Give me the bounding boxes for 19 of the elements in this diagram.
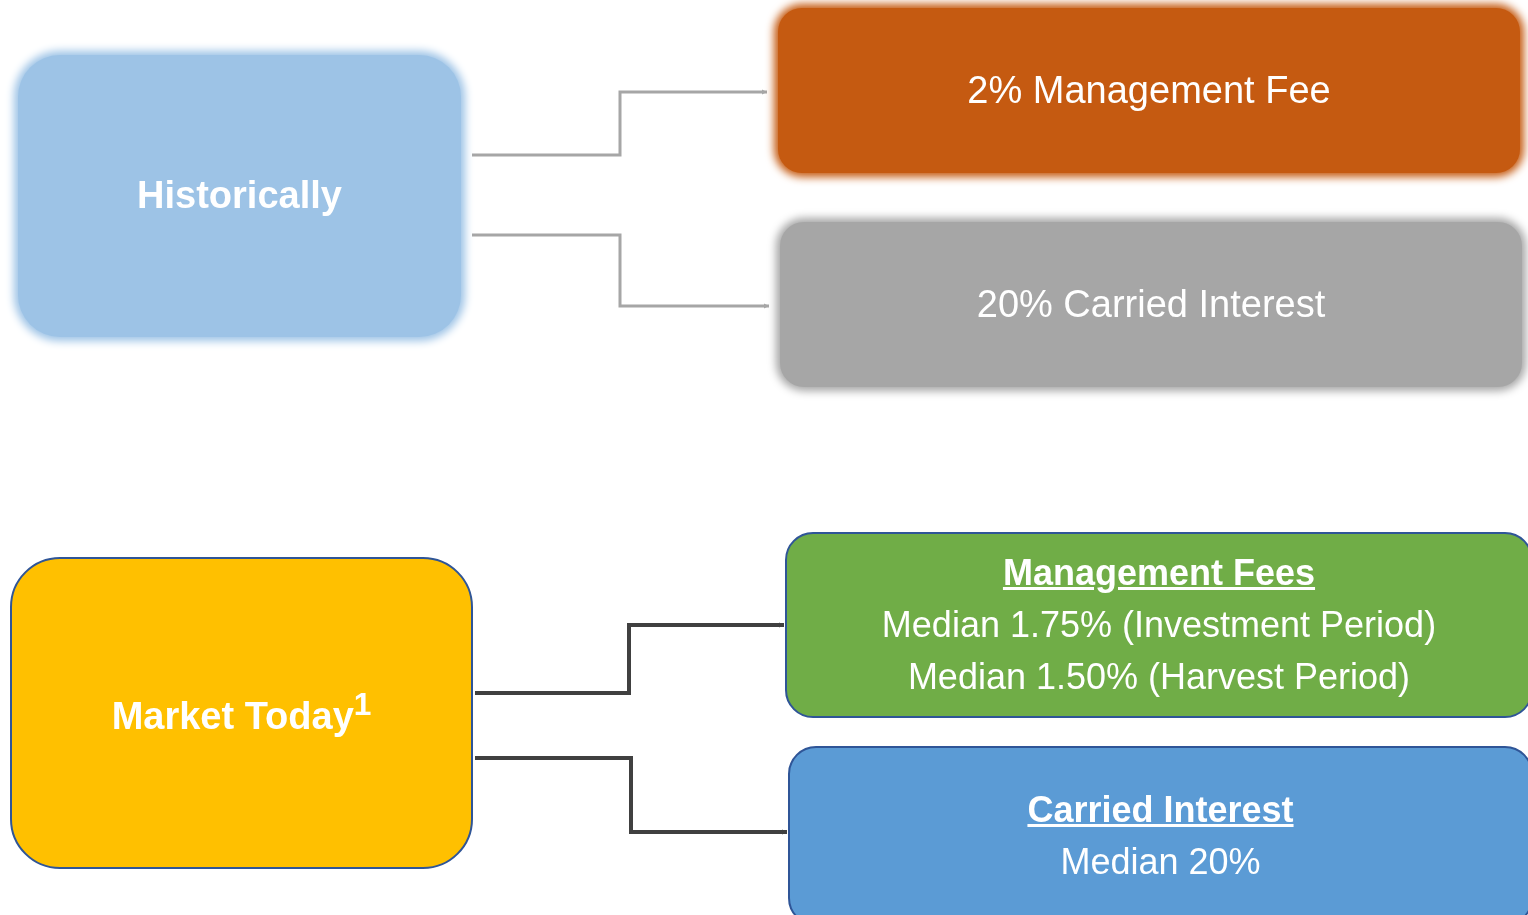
rounded-box [785, 532, 1528, 718]
rounded-box [10, 557, 473, 869]
elbow-arrow [472, 89, 767, 157]
elbow-arrow [472, 233, 769, 309]
box-label: Median 20% [1060, 840, 1261, 884]
box-label: 2% Management Fee [967, 67, 1331, 113]
box-heading: Carried Interest [1027, 787, 1294, 832]
rounded-box [778, 8, 1520, 173]
elbow-arrow [475, 622, 784, 695]
rounded-box [788, 746, 1528, 915]
box-label: Median 1.75% (Investment Period) [881, 602, 1437, 647]
box-label: Market Today$^{1}$ [111, 685, 372, 739]
rounded-box [780, 222, 1522, 387]
box-heading: Management Fees [1002, 550, 1316, 595]
elbow-arrow [475, 756, 787, 835]
box-label: 20% Carried Interest [976, 281, 1326, 327]
rounded-box [18, 55, 461, 337]
box-label: Historically [137, 173, 342, 219]
box-label: Median 1.50% (Harvest Period) [907, 655, 1411, 700]
